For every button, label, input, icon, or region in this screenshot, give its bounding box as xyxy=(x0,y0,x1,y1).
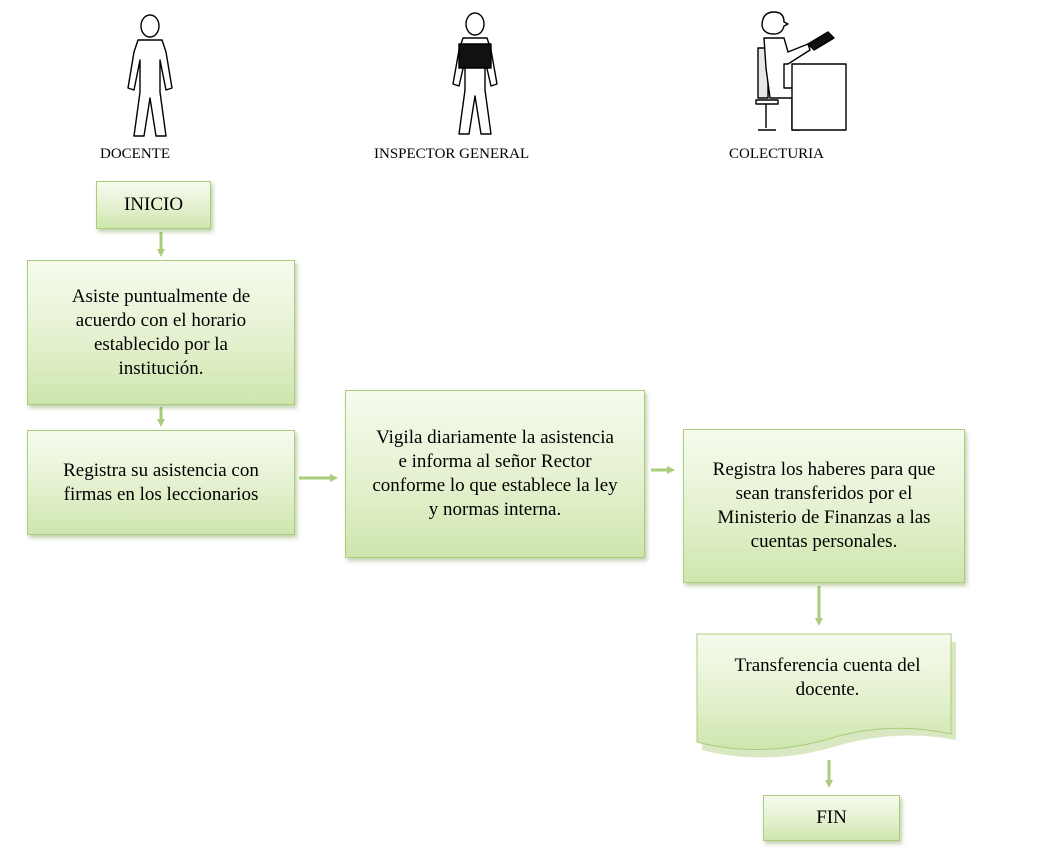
node-vigila: Vigila diariamente la asistencia e infor… xyxy=(345,390,645,558)
person-at-desk-icon xyxy=(755,11,847,131)
node-inicio-text: INICIO xyxy=(123,194,184,215)
actor-label-inspector: INSPECTOR GENERAL xyxy=(374,146,530,162)
node-asiste-text: Asiste puntualmente de acuerdo con el ho… xyxy=(71,285,251,379)
node-transferencia-text: Transferencia cuenta del docente. xyxy=(734,655,921,700)
node-inicio: INICIO xyxy=(96,181,211,229)
actor-label-colecturia: COLECTURIA xyxy=(729,146,824,162)
node-fin-text: FIN xyxy=(816,807,847,828)
node-registra-haberes: Registra los haberes para que sean trans… xyxy=(683,429,965,583)
node-asiste: Asiste puntualmente de acuerdo con el ho… xyxy=(27,260,295,405)
node-registra-asistencia: Registra su asistencia con firmas en los… xyxy=(27,430,295,535)
person-holding-board-icon xyxy=(452,12,498,135)
node-vigila-text: Vigila diariamente la asistencia e infor… xyxy=(372,427,618,520)
node-fin: FIN xyxy=(763,795,900,841)
standing-person-icon xyxy=(127,14,173,137)
node-registra-haberes-text: Registra los haberes para que sean trans… xyxy=(712,459,936,552)
actor-label-docente: DOCENTE xyxy=(100,146,170,162)
node-transferencia-shape xyxy=(696,633,956,758)
node-registra-asistencia-text: Registra su asistencia con firmas en los… xyxy=(63,459,259,505)
